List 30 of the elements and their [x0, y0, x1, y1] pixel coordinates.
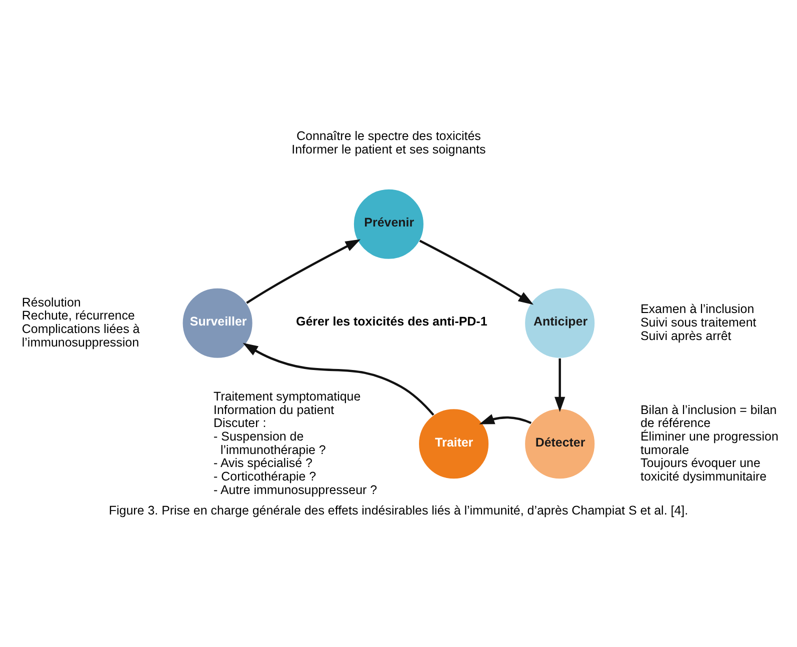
- node-label: Connaître le spectre des toxicités: [296, 128, 481, 143]
- arrow: [246, 238, 361, 304]
- node-label: Discuter :: [214, 416, 266, 430]
- node-circle: Anticiper: [524, 286, 596, 358]
- arrow: [242, 342, 434, 416]
- arrow: [554, 358, 566, 412]
- label: Gérer les toxicités des anti-PD-1: [296, 314, 488, 328]
- node-label: Toujours évoquer une toxicité dysimmunitaire: [640, 456, 767, 484]
- caption: Figure 3. Prise en charge générale des effets indésirables liés à l’immunité, d’après Champiat S et al. [4].: [108, 502, 688, 517]
- node-label: Éliminer une progression tumorale: [640, 429, 778, 456]
- arrow: [419, 239, 534, 304]
- node-circle: Détecter: [524, 408, 596, 480]
- node-label: - Corticothérapie ?: [214, 469, 316, 484]
- arrow: [479, 414, 532, 424]
- node-circle: Prévenir: [353, 188, 424, 260]
- node-label: - Autre immunosuppresseur ?: [214, 482, 378, 496]
- node-label: - Avis spécialisé ?: [214, 456, 312, 470]
- node-label: Informer le patient et ses soignants: [292, 142, 486, 156]
- node-label: Examen à l’inclusion: [640, 302, 754, 316]
- node-label: Complications liées à l’immunosuppression: [22, 322, 140, 349]
- node-label: Information du patient: [214, 402, 334, 416]
- node-label: Suivi après arrêt: [640, 328, 732, 342]
- node-label: Rechute, récurrence: [22, 308, 135, 322]
- node-label: - Suspension de l’immunothérapie ?: [214, 429, 326, 456]
- node-circle: Surveiller: [182, 286, 254, 358]
- node-label: Résolution: [22, 294, 81, 309]
- node-label: Bilan à l’inclusion = bilan de référence: [640, 402, 777, 430]
- node-label: Traitement symptomatique: [214, 388, 361, 403]
- node-label: Suivi sous traitement: [640, 314, 756, 329]
- node-circle: Traiter: [418, 408, 490, 480]
